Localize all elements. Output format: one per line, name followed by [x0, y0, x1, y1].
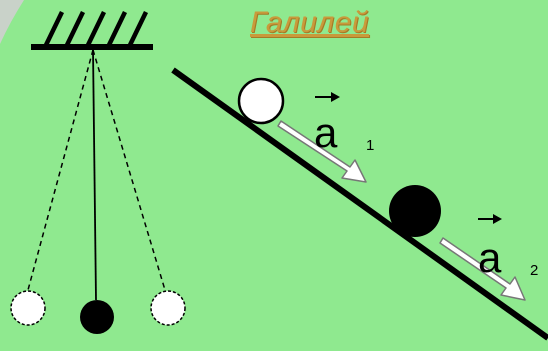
- inclined-plane: [173, 70, 548, 338]
- ball-white: [239, 79, 283, 123]
- left-string-dashed: [28, 50, 93, 290]
- pendulum-bob: [80, 300, 114, 334]
- ceiling-support-icon: [34, 12, 150, 47]
- center-string: [93, 50, 96, 300]
- vector-mark-1-icon: [315, 92, 340, 102]
- pendulum-bob-left-ghost: [11, 291, 45, 325]
- title-galileo: Галилей: [250, 6, 369, 40]
- pendulum-strings: [28, 50, 165, 300]
- acceleration-subscript-2: 2: [530, 262, 538, 279]
- acceleration-label-1: a: [314, 109, 338, 156]
- acceleration-label-2: a: [478, 234, 502, 281]
- right-string-dashed: [93, 50, 165, 290]
- vector-mark-2-icon: [478, 214, 502, 224]
- pendulum-bob-right-ghost: [151, 291, 185, 325]
- acceleration-subscript-1: 1: [366, 137, 374, 154]
- corner-shade: [0, 0, 24, 44]
- ball-black: [389, 185, 441, 237]
